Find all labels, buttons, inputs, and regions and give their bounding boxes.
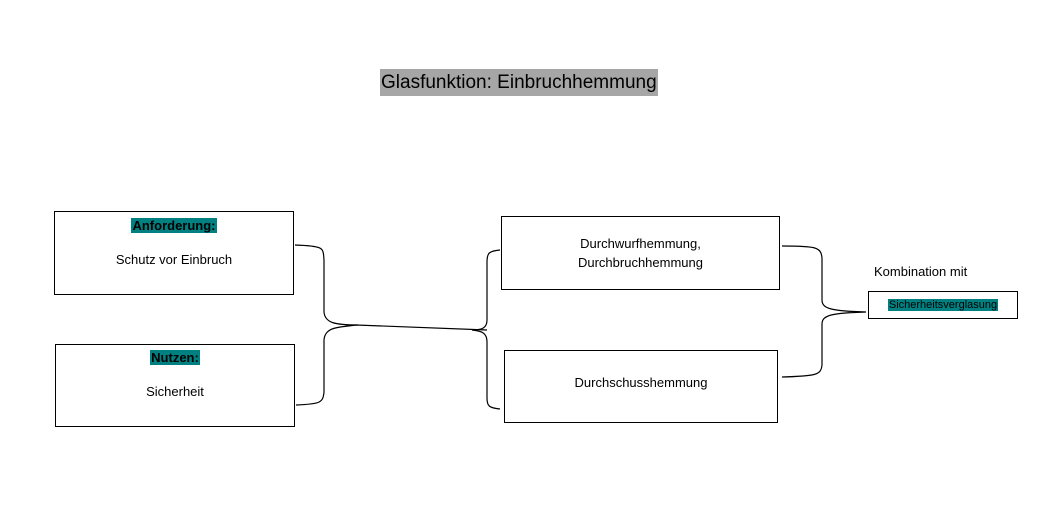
nutzen-heading: Nutzen: bbox=[150, 350, 200, 365]
nutzen-box: Nutzen: Sicherheit bbox=[55, 344, 295, 427]
anforderung-heading: Anforderung: bbox=[131, 218, 217, 233]
durchbruch-line2: Durchbruchhemmung bbox=[577, 255, 703, 270]
anforderung-text: Schutz vor Einbruch bbox=[115, 252, 233, 267]
right-brace bbox=[781, 245, 867, 378]
durchschuss-box: Durchschusshemmung bbox=[504, 350, 778, 423]
durchwurf-line1: Durchwurfhemmung, bbox=[580, 236, 701, 251]
link-line bbox=[355, 324, 488, 331]
sicherheitsverglasung-text: Sicherheitsverglasung bbox=[887, 299, 999, 311]
durchschuss-text: Durchschusshemmung bbox=[574, 375, 708, 390]
nutzen-text: Sicherheit bbox=[146, 384, 204, 399]
sicherheitsverglasung-box: Sicherheitsverglasung bbox=[868, 291, 1018, 319]
left-brace bbox=[294, 244, 359, 406]
middle-brace bbox=[471, 249, 501, 410]
diagram-title: Glasfunktion: Einbruchhemmung bbox=[380, 69, 658, 96]
anforderung-box: Anforderung: Schutz vor Einbruch bbox=[54, 211, 294, 295]
durchwurf-box: Durchwurfhemmung, Durchbruchhemmung bbox=[501, 216, 780, 290]
kombination-label: Kombination mit bbox=[874, 264, 968, 279]
